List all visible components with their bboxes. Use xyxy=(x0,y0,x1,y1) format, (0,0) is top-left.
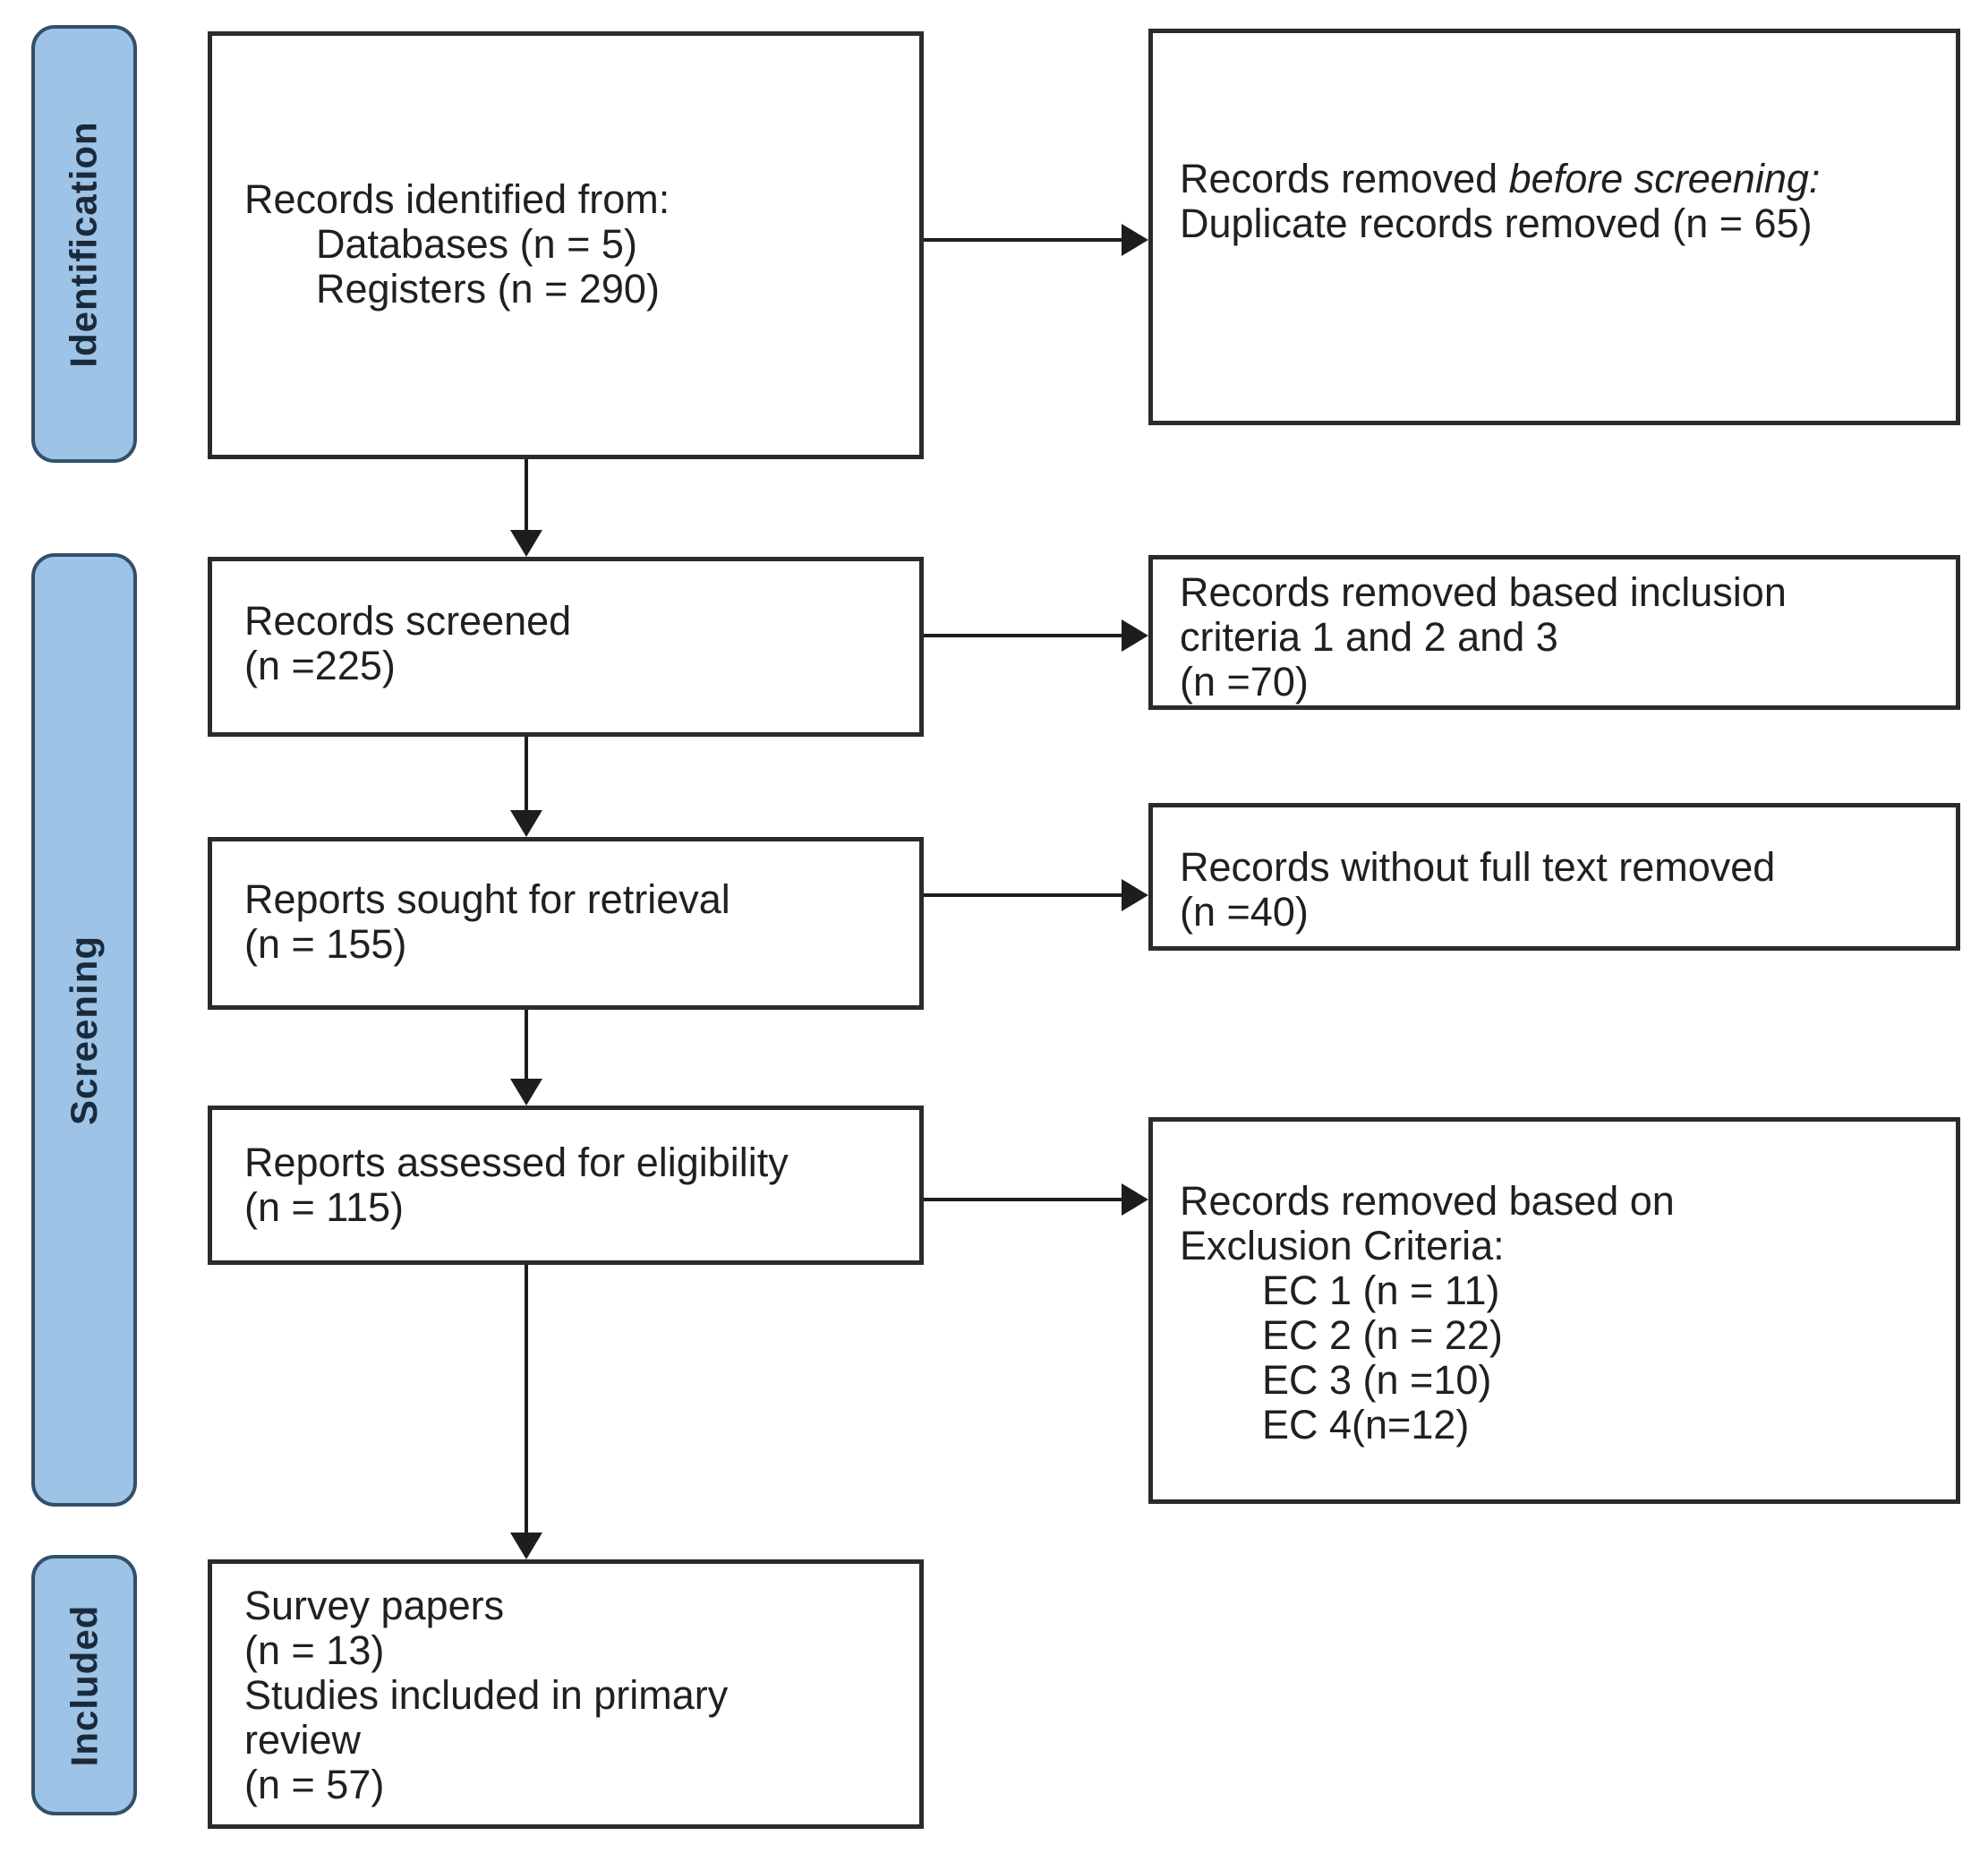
box-line: Records removed based on xyxy=(1180,1178,1675,1224)
arrow-head xyxy=(510,1079,542,1106)
box-records-screened: Records screened (n =225) xyxy=(208,557,924,737)
arrow-shaft xyxy=(525,1265,528,1534)
stage-label-included: Included xyxy=(63,1604,105,1766)
box-line: EC 2 (n = 22) xyxy=(1262,1312,1503,1358)
arrow-head xyxy=(1122,619,1148,652)
arrow-right-icon xyxy=(924,619,1148,652)
arrow-shaft xyxy=(525,459,528,532)
arrow-head xyxy=(510,530,542,557)
arrow-down-icon xyxy=(510,1010,542,1106)
arrow-shaft xyxy=(924,238,1123,242)
arrow-head xyxy=(1122,224,1148,256)
arrow-shaft xyxy=(924,1198,1123,1201)
box-line-prefix: Records removed xyxy=(1180,156,1509,201)
box-line: EC 1 (n = 11) xyxy=(1262,1268,1500,1313)
arrow-down-icon xyxy=(510,1265,542,1559)
box-line: EC 3 (n =10) xyxy=(1262,1357,1492,1403)
box-removed-before-screening: Records removed before screening: Duplic… xyxy=(1148,29,1960,425)
arrow-right-icon xyxy=(924,224,1148,256)
box-line: Duplicate records removed (n = 65) xyxy=(1180,201,1813,246)
box-line: criteria 1 and 2 and 3 xyxy=(1180,614,1558,660)
stage-bar-included: Included xyxy=(31,1555,137,1815)
box-line-italic: before screening: xyxy=(1508,156,1821,201)
box-line: (n =225) xyxy=(244,643,396,688)
box-line: Survey papers xyxy=(244,1583,505,1628)
arrow-head xyxy=(1122,1183,1148,1216)
arrow-shaft xyxy=(525,737,528,812)
box-line: Exclusion Criteria: xyxy=(1180,1223,1505,1268)
box-line: (n = 57) xyxy=(244,1762,385,1807)
arrow-shaft xyxy=(924,634,1123,637)
arrow-right-icon xyxy=(924,879,1148,911)
arrow-head xyxy=(1122,879,1148,911)
arrow-right-icon xyxy=(924,1183,1148,1216)
box-line: (n = 13) xyxy=(244,1627,385,1673)
stage-bar-screening: Screening xyxy=(31,553,137,1507)
box-studies-included: Survey papers (n = 13) Studies included … xyxy=(208,1559,924,1829)
box-line: EC 4(n=12) xyxy=(1262,1402,1470,1447)
stage-label-identification: Identification xyxy=(63,120,105,368)
arrow-head xyxy=(510,1533,542,1559)
box-reports-assessed: Reports assessed for eligibility (n = 11… xyxy=(208,1106,924,1265)
box-line: Records removed before screening: xyxy=(1180,157,1940,201)
box-line: (n =70) xyxy=(1180,659,1309,704)
box-line: Records removed based inclusion xyxy=(1180,569,1787,615)
stage-label-screening: Screening xyxy=(63,935,106,1125)
box-removed-exclusion-criteria: Records removed based on Exclusion Crite… xyxy=(1148,1117,1960,1504)
box-line: Records screened xyxy=(244,598,572,644)
box-records-identified: Records identified from: Databases (n = … xyxy=(208,31,924,459)
box-line: Registers (n = 290) xyxy=(316,266,660,312)
box-reports-sought: Reports sought for retrieval (n = 155) xyxy=(208,837,924,1010)
stage-bar-identification: Identification xyxy=(31,25,137,463)
box-line: (n = 115) xyxy=(244,1184,405,1230)
arrow-shaft xyxy=(525,1010,528,1080)
box-removed-inclusion-criteria: Records removed based inclusion criteria… xyxy=(1148,555,1960,710)
box-line: Records without full text removed xyxy=(1180,844,1776,890)
arrow-shaft xyxy=(924,893,1123,897)
box-line: Reports sought for retrieval xyxy=(244,876,730,922)
box-line: Databases (n = 5) xyxy=(316,221,637,267)
arrow-down-icon xyxy=(510,459,542,557)
box-line: (n = 155) xyxy=(244,921,407,967)
box-line: review xyxy=(244,1717,362,1763)
box-line: Reports assessed for eligibility xyxy=(244,1140,789,1185)
box-line: Records identified from: xyxy=(244,176,670,222)
box-line: Studies included in primary xyxy=(244,1672,729,1718)
arrow-down-icon xyxy=(510,737,542,837)
box-line: (n =40) xyxy=(1180,889,1309,935)
box-removed-no-fulltext: Records without full text removed (n =40… xyxy=(1148,803,1960,951)
arrow-head xyxy=(510,810,542,837)
